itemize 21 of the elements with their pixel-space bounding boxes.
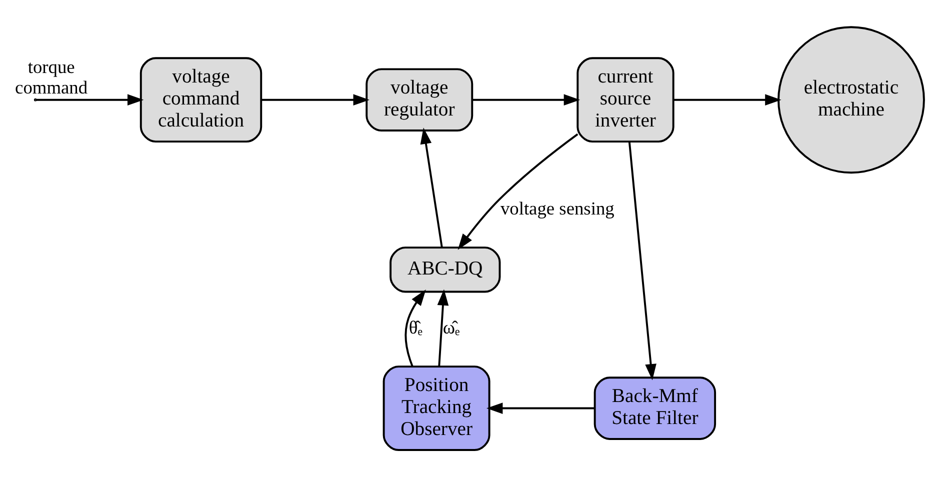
edge-label: ω̂ₑ	[442, 317, 460, 338]
arrow	[628, 142, 656, 380]
node-box: current source inverter	[576, 57, 674, 143]
arrow	[673, 94, 781, 106]
edge-label: torque command	[14, 56, 88, 98]
arrow	[420, 128, 442, 248]
node-circle: electrostatic machine	[777, 26, 924, 174]
arrow	[404, 290, 426, 367]
node-box: voltage command calculation	[139, 57, 262, 143]
edge-label: θ̂ₑ	[408, 317, 422, 338]
node-box: voltage regulator	[365, 68, 473, 132]
arrow	[486, 402, 594, 414]
arrow	[472, 94, 580, 106]
arrow	[436, 289, 448, 366]
arrow	[36, 94, 144, 106]
arrow	[260, 94, 369, 106]
node-box: Back-Mmf State Filter	[593, 376, 716, 440]
arrow	[457, 133, 578, 250]
node-box: Position Tracking Observer	[382, 366, 490, 451]
edge-label: voltage sensing	[500, 198, 614, 218]
node-box: ABC-DQ	[389, 246, 500, 293]
